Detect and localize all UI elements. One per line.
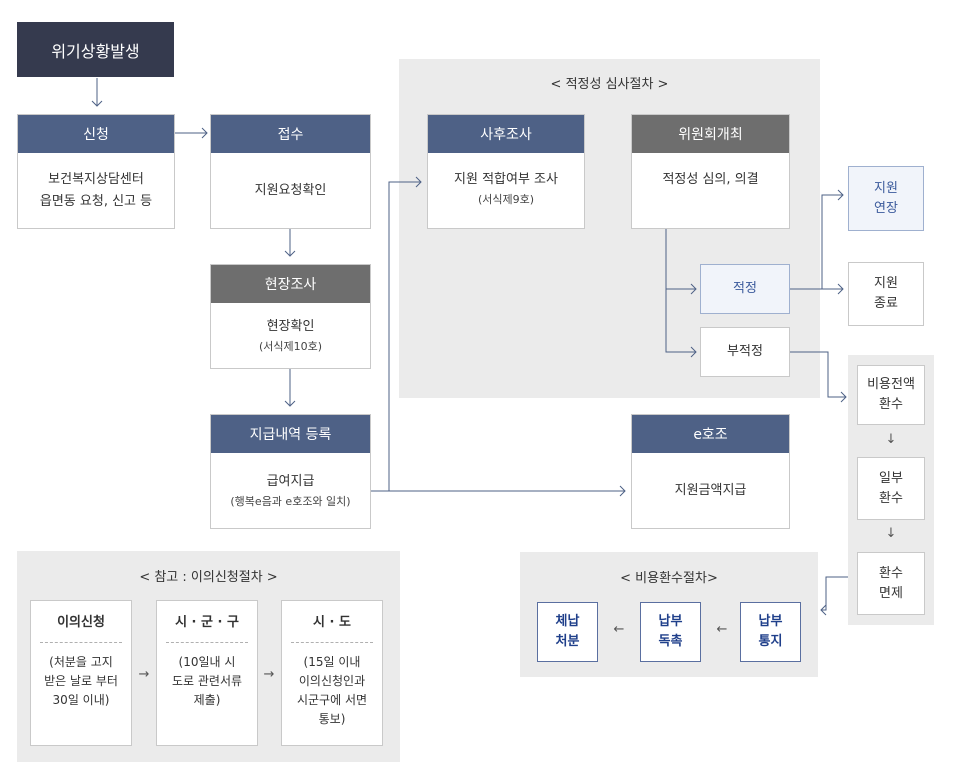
appeal-box-title: 시 · 군 · 구 bbox=[175, 615, 239, 630]
step-committee-line: 적정성 심의, 의결 bbox=[662, 172, 759, 187]
outcome-extend: 지원 연장 bbox=[848, 166, 924, 231]
step-receipt-line: 지원요청확인 bbox=[254, 182, 327, 198]
review-title: < 적정성 심사절차 > bbox=[550, 77, 669, 92]
refund-exempt-line: 면제 bbox=[879, 585, 903, 601]
appeal-box: 이의신청 (처분을 고지 받은 날로 부터 30일 이내) bbox=[30, 600, 132, 746]
step-payment: 지급내역 등록 급여지급 (행복e음과 e호조와 일치) bbox=[210, 414, 371, 529]
outcome-extend-line: 지원 bbox=[874, 180, 898, 196]
step-committee-head: 위원회개최 bbox=[632, 115, 789, 153]
refund-full-line: 환수 bbox=[879, 397, 903, 412]
outcome-extend-line: 연장 bbox=[874, 200, 898, 216]
refund-demand-line: 납부 bbox=[658, 614, 683, 629]
divider bbox=[40, 642, 122, 643]
appeal-box-title: 이의신청 bbox=[57, 615, 105, 630]
step-apply-line: 보건복지상담센터 bbox=[48, 171, 144, 187]
divider bbox=[291, 642, 373, 643]
appeal-box-line: 도로 관련서류 bbox=[171, 674, 243, 688]
refund-default-line: 체납 bbox=[555, 614, 580, 629]
appeal-box-line: 30일 이내) bbox=[52, 693, 110, 707]
step-post-survey-head: 사후조사 bbox=[428, 115, 584, 153]
step-post-survey: 사후조사 지원 적합여부 조사 (서식제9호) bbox=[427, 114, 585, 229]
result-unfit: 부적정 bbox=[700, 327, 790, 377]
refund-partial-line: 일부 bbox=[879, 470, 903, 486]
appeal-box-line: 받은 날로 부터 bbox=[44, 674, 118, 688]
appeal-box-line: 제출) bbox=[193, 693, 221, 707]
appeal-box-line: (처분을 고지 bbox=[49, 655, 113, 669]
step-ehojo: e호조 지원금액지급 bbox=[631, 414, 790, 529]
step-apply: 신청 보건복지상담센터 읍면동 요청, 신고 등 bbox=[17, 114, 175, 229]
appeal-box: 시 · 군 · 구 (10일내 시 도로 관련서류 제출) bbox=[156, 600, 258, 746]
refund-partial-line: 환수 bbox=[879, 490, 903, 506]
refund-notice: 납부 통지 bbox=[740, 602, 801, 662]
outcome-end-line: 지원 bbox=[874, 276, 898, 291]
left-arrow-icon: ← bbox=[613, 622, 625, 637]
refund-full: 비용전액 환수 bbox=[857, 365, 925, 425]
step-post-survey-line: 지원 적합여부 조사 bbox=[454, 172, 558, 187]
step-apply-head: 신청 bbox=[18, 115, 174, 153]
outcome-end: 지원 종료 bbox=[848, 262, 924, 326]
right-arrow-icon: → bbox=[138, 667, 150, 682]
appeal-box-title: 시 · 도 bbox=[313, 615, 351, 630]
outcome-end-line: 종료 bbox=[874, 296, 898, 311]
down-arrow-icon: ↓ bbox=[885, 526, 897, 541]
result-fit: 적정 bbox=[700, 264, 790, 314]
step-field-line: (서식제10호) bbox=[258, 339, 323, 353]
divider bbox=[166, 642, 248, 643]
appeal-box-line: 시군구에 서면 bbox=[296, 693, 368, 707]
step-field-line: 현장확인 bbox=[266, 318, 315, 334]
appeal-box-line: 통보) bbox=[318, 712, 346, 726]
refund-partial: 일부 환수 bbox=[857, 457, 925, 520]
crisis-title: 위기상황발생 bbox=[17, 22, 174, 77]
refund-default: 체납 처분 bbox=[537, 602, 598, 662]
left-arrow-icon: ← bbox=[716, 622, 728, 637]
step-ehojo-line: 지원금액지급 bbox=[674, 482, 747, 498]
step-payment-head: 지급내역 등록 bbox=[211, 415, 370, 453]
step-apply-line: 읍면동 요청, 신고 등 bbox=[39, 193, 153, 209]
step-committee: 위원회개최 적정성 심의, 의결 bbox=[631, 114, 790, 229]
refund-demand: 납부 독촉 bbox=[640, 602, 701, 662]
step-post-survey-line: (서식제9호) bbox=[477, 193, 535, 206]
refund-exempt: 환수 면제 bbox=[857, 552, 925, 615]
appeal-box-line: (15일 이내 bbox=[303, 655, 361, 669]
refund-process-title: < 비용환수절차> bbox=[620, 571, 718, 586]
step-field: 현장조사 현장확인 (서식제10호) bbox=[210, 264, 371, 369]
step-payment-line: 급여지급 bbox=[266, 473, 315, 489]
refund-notice-line: 납부 bbox=[758, 614, 783, 629]
step-field-head: 현장조사 bbox=[211, 265, 370, 303]
appeal-title: < 참고 : 이의신청절차 > bbox=[139, 570, 278, 585]
step-payment-line: (행복e음과 e호조와 일치) bbox=[230, 494, 351, 508]
step-receipt: 접수 지원요청확인 bbox=[210, 114, 371, 229]
step-receipt-head: 접수 bbox=[211, 115, 370, 153]
appeal-box-line: (10일내 시 bbox=[178, 655, 236, 669]
refund-notice-line: 통지 bbox=[758, 634, 783, 649]
appeal-box-line: 이의신청인과 bbox=[298, 674, 366, 688]
refund-demand-line: 독촉 bbox=[658, 634, 683, 649]
refund-full-line: 비용전액 bbox=[867, 377, 915, 392]
right-arrow-icon: → bbox=[263, 667, 275, 682]
appeal-box: 시 · 도 (15일 이내 이의신청인과 시군구에 서면 통보) bbox=[281, 600, 383, 746]
refund-exempt-line: 환수 bbox=[879, 565, 903, 581]
down-arrow-icon: ↓ bbox=[885, 432, 897, 447]
step-ehojo-head: e호조 bbox=[632, 415, 789, 453]
refund-default-line: 처분 bbox=[555, 634, 580, 649]
